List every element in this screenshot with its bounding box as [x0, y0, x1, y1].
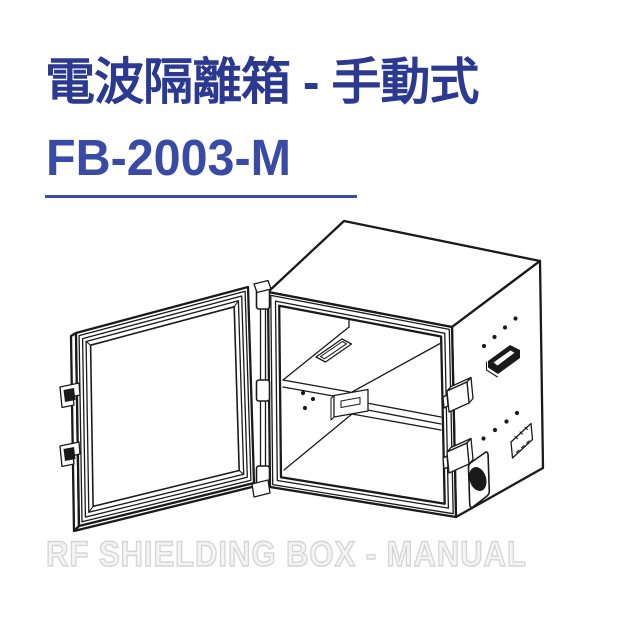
hinge-bottom-foot	[251, 479, 271, 498]
latch-brackets	[442, 376, 474, 474]
page-title: 電波隔離箱 - 手動式	[45, 54, 479, 110]
model-number: FB-2003-M	[46, 129, 291, 186]
shelf-slot-handle	[315, 338, 353, 363]
door	[59, 285, 256, 533]
title-underline	[45, 195, 357, 198]
dsub-connector	[510, 422, 534, 459]
door-hook-lower	[59, 441, 81, 468]
hinge-knuckle-middle	[255, 379, 271, 402]
hinge	[251, 279, 272, 498]
watermark-text: RF SHIELDING BOX - MANUAL	[45, 535, 527, 574]
side-panel-details	[467, 316, 534, 509]
round-connector	[467, 451, 491, 509]
shelf-tab	[333, 388, 369, 418]
latch-upper	[442, 376, 474, 413]
cabinet-body	[266, 219, 545, 519]
latch-lower	[442, 437, 474, 474]
cabinet-opening	[278, 304, 446, 505]
door-hook-upper	[59, 382, 81, 409]
door-face	[74, 285, 256, 528]
hinge-top-cap	[253, 279, 272, 294]
side-handle	[485, 345, 520, 378]
